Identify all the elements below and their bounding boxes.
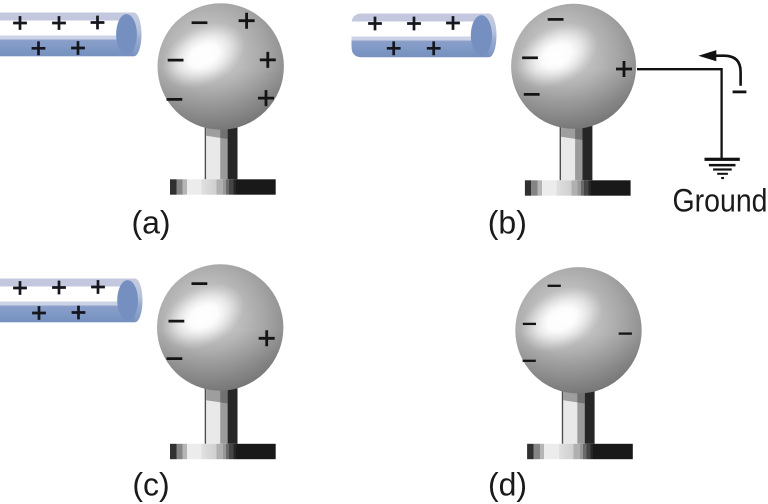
svg-text:(a): (a) — [131, 205, 170, 241]
svg-text:(b): (b) — [488, 205, 527, 241]
svg-text:Ground: Ground — [673, 183, 768, 219]
svg-text:(c): (c) — [132, 466, 169, 502]
svg-text:(d): (d) — [488, 466, 527, 502]
